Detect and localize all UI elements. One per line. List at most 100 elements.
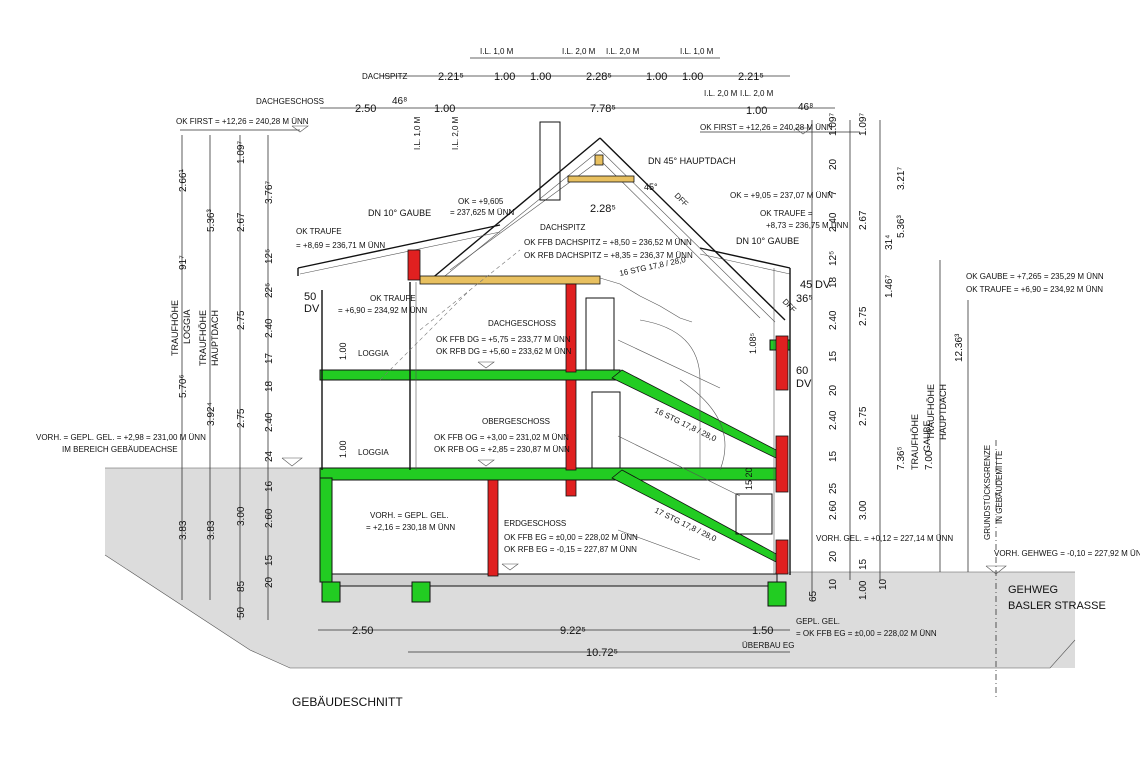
right-colc-0: 3.21⁷ [896, 167, 907, 190]
left-col3-6: 50 [236, 606, 247, 618]
right-cola-3: 2.40 [828, 212, 839, 232]
top-il-3: I.L. 2,0 M [606, 47, 640, 56]
ok-traufe-left-val: = +8,69 = 236,71 M ÜNN [296, 241, 385, 250]
wall-red-dg-mid [565, 283, 577, 373]
top-row2-6: 2.21⁵ [738, 71, 764, 83]
right-traufe-haupt-1: TRAUFHÖHE [926, 384, 936, 440]
top-row2-2: 1.00 [530, 71, 551, 83]
wall-red-right-2 [775, 435, 789, 493]
right-cola-15: 10 [828, 578, 839, 590]
top-il-2: I.L. 2,0 M [562, 47, 596, 56]
stair-upper [611, 369, 781, 461]
right-cola-2: 7 [828, 190, 839, 196]
dormer-left-roof [297, 224, 501, 269]
left-col3-1: 2.67 [236, 212, 247, 232]
right-colb-8: 1.00 [858, 580, 869, 600]
level-marker-gehweg [985, 565, 1007, 575]
right-colc-1: 5.36³ [896, 215, 907, 238]
left-traufe-loggia-1: TRAUFHÖHE [170, 300, 180, 356]
top-row2-1: 1.00 [494, 71, 515, 83]
roof-dn10-left: DN 10° GAUBE [368, 208, 431, 218]
roof-dv-50b: DV [304, 303, 320, 315]
left-col1-2: 5.70⁶ [178, 374, 189, 398]
gepl-gel-1: GEPL. GEL. [796, 617, 840, 626]
right-traufe-gaube-1: TRAUFHÖHE [910, 414, 920, 470]
top-row2-0: 2.21⁵ [438, 71, 464, 83]
vorh-gel-right: VORH. GEL. = +0,12 = 227,14 M ÜNN [816, 534, 953, 543]
right-cola-10: 15 [828, 450, 839, 462]
top-row3-r1: I.L. 2,0 M [740, 89, 774, 98]
left-traufe-haupt-1: TRAUFHÖHE [198, 310, 208, 366]
left-col2-2: 3.83 [206, 520, 217, 540]
right-grenze-1: GRUNDSTÜCKSGRENZE [983, 445, 992, 540]
right-traufe-haupt-2: HAUPTDACH [938, 384, 948, 440]
ok-gaube-top-val: = 237,625 M ÜNN [450, 208, 514, 217]
roof-dv-45: 45 [800, 279, 812, 291]
dim-15-20: 15 20 [744, 467, 754, 490]
left-col3-3: 2.75 [236, 408, 247, 428]
roof-dv-36: 36⁵ [796, 293, 813, 305]
ridge-beam [567, 175, 635, 183]
right-colc-4: 12.36³ [954, 333, 965, 362]
room-loggia-2: LOGGIA [358, 448, 389, 457]
foundation-mid [411, 581, 431, 603]
ground-fill [105, 468, 1075, 668]
top-row3-1: 46⁸ [392, 96, 407, 107]
ok-first-left: OK FIRST = +12,26 = 240,28 M ÜNN [176, 117, 309, 126]
stair-top-steps [599, 277, 693, 323]
ok-gaube-top: OK = +9,605 [458, 197, 504, 206]
roof-dim-228: 2.28⁵ [590, 203, 616, 215]
right-colb-4: 2.75 [858, 306, 869, 326]
stair-rail-3 [617, 529, 701, 561]
room-eg-ffb: OK FFB EG = ±0,00 = 228,02 M ÜNN [504, 533, 638, 542]
wall-red-eg-mid [565, 479, 577, 497]
right-colc-5: 10 [878, 578, 889, 590]
right-colc-2: 7.36⁵ [896, 446, 907, 470]
ok-right-gaube: OK = +9,05 = 237,07 M ÜNN [730, 191, 833, 200]
roof-dv-60b: DV [796, 378, 812, 390]
left-col4-5: 18 [264, 380, 275, 392]
right-cola-0: 1.09⁷ [828, 113, 839, 136]
top-il-4: I.L. 1,0 M [680, 47, 714, 56]
chimney [539, 121, 561, 201]
foundation-right [767, 581, 787, 607]
bottom-dim-0: 2.50 [352, 625, 373, 637]
right-cola-1: 20 [828, 158, 839, 170]
top-row3-r0: I.L. 2,0 M [704, 89, 738, 98]
right-cola-5: 18 [828, 276, 839, 288]
left-col3-2: 2.75 [236, 310, 247, 330]
top-il-1: I.L. 1,0 M [480, 47, 514, 56]
ok-gaube-far: OK GAUBE = +7,265 = 235,29 M ÜNN [966, 272, 1104, 281]
top-row2-3: 2.28⁵ [586, 71, 612, 83]
left-traufe-haupt-2: HAUPTDACH [210, 310, 220, 366]
dachspitz-top-label: DACHSPITZ [362, 72, 407, 81]
dormer-right-roof-2 [699, 253, 791, 275]
left-col1-3: 3.83 [178, 520, 189, 540]
top-row3-0: 2.50 [355, 103, 376, 115]
ok-traufe-far: OK TRAUFE = +6,90 = 234,92 M ÜNN [966, 285, 1103, 294]
roof-dn45: DN 45° HAUPTDACH [648, 156, 736, 166]
right-colb-0: 1.09⁷ [858, 113, 869, 136]
top-row3-r3: 46⁸ [798, 102, 813, 113]
dg-dashed-roof-2 [379, 289, 471, 381]
right-cola-6: 2.40 [828, 310, 839, 330]
left-col4-7: 24 [264, 450, 275, 462]
right-colb-3: 1.46⁷ [884, 275, 895, 298]
top-row2-5: 1.00 [682, 71, 703, 83]
window-eg-right [735, 493, 773, 535]
top-row3-3: 7.78⁵ [590, 103, 616, 115]
level-marker-og [477, 459, 495, 467]
bottom-dim-1: 9.22⁵ [560, 625, 586, 637]
dachspitz-floor [419, 275, 601, 285]
right-cola-13: 20 [828, 550, 839, 562]
stair-rail-2 [617, 435, 741, 497]
gepl-gel-2: = OK FFB EG = ±0,00 = 228,02 M ÜNN [796, 629, 937, 638]
left-col4-11: 20 [264, 576, 275, 588]
level-marker-eg [501, 563, 519, 571]
drawing-title: GEBÄUDESCHNITT [292, 695, 403, 709]
door-og [591, 391, 621, 469]
left-col4-0: 3.76⁷ [264, 181, 275, 204]
left-col4-3: 2.40 [264, 318, 275, 338]
dim-100b: 1.00 [338, 440, 348, 458]
